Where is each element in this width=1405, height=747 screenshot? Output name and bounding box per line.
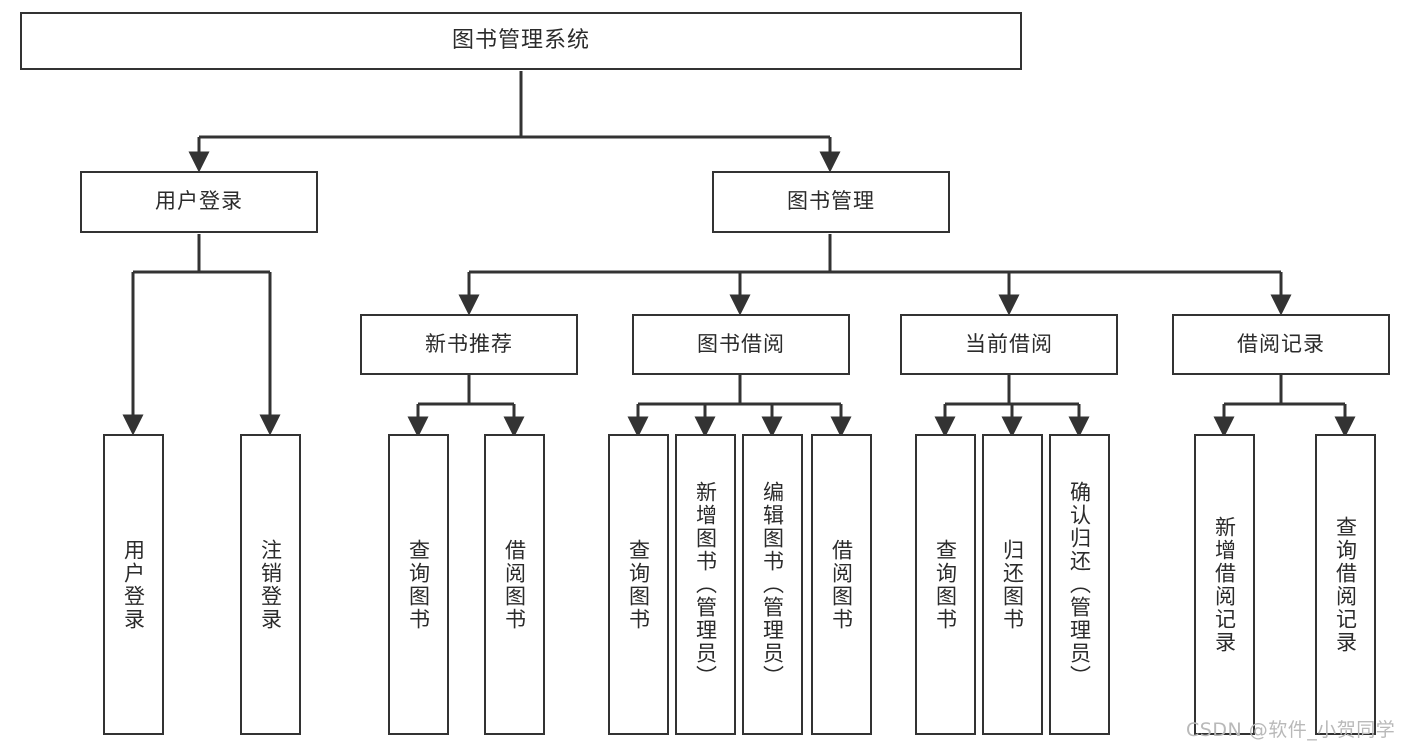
leaf-current-confirm-return-label: 确认归还（管理员）	[1067, 481, 1092, 688]
leaf-record-query-label: 查询借阅记录	[1333, 515, 1358, 654]
node-new-book-recommend[interactable]: 新书推荐	[360, 314, 578, 375]
node-current-borrow[interactable]: 当前借阅	[900, 314, 1118, 375]
leaf-user-login-login[interactable]: 用户登录	[103, 434, 164, 735]
node-current-borrow-label: 当前借阅	[965, 331, 1053, 356]
leaf-borrow-edit-book[interactable]: 编辑图书（管理员）	[742, 434, 803, 735]
node-book-borrow[interactable]: 图书借阅	[632, 314, 850, 375]
leaf-new-book-query-label: 查询图书	[406, 538, 431, 631]
leaf-new-book-borrow[interactable]: 借阅图书	[484, 434, 545, 735]
watermark: CSDN @软件_小贺同学	[1186, 719, 1396, 741]
node-new-book-recommend-label: 新书推荐	[425, 331, 513, 356]
leaf-borrow-query-label: 查询图书	[626, 538, 651, 631]
node-borrow-record-label: 借阅记录	[1237, 331, 1325, 356]
node-user-login-label: 用户登录	[155, 189, 243, 214]
leaf-current-query-label: 查询图书	[933, 538, 958, 631]
node-root[interactable]: 图书管理系统	[20, 12, 1022, 70]
leaf-borrow-borrow-book[interactable]: 借阅图书	[811, 434, 872, 735]
leaf-record-add[interactable]: 新增借阅记录	[1194, 434, 1255, 735]
leaf-new-book-query[interactable]: 查询图书	[388, 434, 449, 735]
leaf-current-return-label: 归还图书	[1000, 538, 1025, 631]
node-borrow-record[interactable]: 借阅记录	[1172, 314, 1390, 375]
leaf-borrow-add-book-label: 新增图书（管理员）	[693, 481, 718, 688]
leaf-record-add-label: 新增借阅记录	[1212, 515, 1237, 654]
leaf-current-confirm-return[interactable]: 确认归还（管理员）	[1049, 434, 1110, 735]
node-root-label: 图书管理系统	[451, 27, 590, 53]
node-book-borrow-label: 图书借阅	[697, 331, 785, 356]
leaf-record-query[interactable]: 查询借阅记录	[1315, 434, 1376, 735]
node-book-management-label: 图书管理	[787, 189, 875, 214]
node-user-login[interactable]: 用户登录	[80, 171, 318, 233]
leaf-current-return[interactable]: 归还图书	[982, 434, 1043, 735]
leaf-user-login-login-label: 用户登录	[121, 538, 146, 631]
leaf-borrow-edit-book-label: 编辑图书（管理员）	[760, 481, 785, 688]
leaf-current-query[interactable]: 查询图书	[915, 434, 976, 735]
leaf-borrow-add-book[interactable]: 新增图书（管理员）	[675, 434, 736, 735]
leaf-user-login-logout[interactable]: 注销登录	[240, 434, 301, 735]
node-book-management[interactable]: 图书管理	[712, 171, 950, 233]
leaf-user-login-logout-label: 注销登录	[258, 538, 283, 631]
leaf-borrow-borrow-book-label: 借阅图书	[829, 538, 854, 631]
leaf-borrow-query[interactable]: 查询图书	[608, 434, 669, 735]
leaf-new-book-borrow-label: 借阅图书	[502, 538, 527, 631]
